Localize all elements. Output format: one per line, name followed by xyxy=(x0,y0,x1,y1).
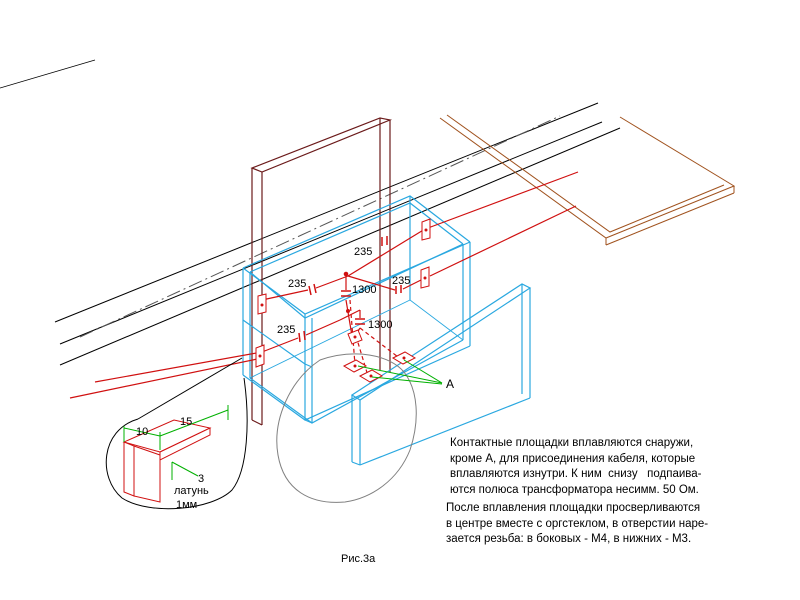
label-cap-1300-mid: 1300 xyxy=(352,284,376,296)
mast-frame xyxy=(250,117,393,426)
wooden-board xyxy=(439,114,736,246)
note-contact-pads: Контактные площадки вплавляются снаружи,… xyxy=(450,437,702,496)
label-cap-1300-low: 1300 xyxy=(368,319,392,331)
junction-dots xyxy=(343,271,350,313)
label-cap-235-top: 235 xyxy=(354,246,372,258)
capacitors xyxy=(298,236,402,343)
cable-lines xyxy=(54,102,621,366)
detail-dim-10: 10 xyxy=(136,426,148,438)
component-labels: 235 235 1300 235 235 1300 A 10 15 3 лату… xyxy=(136,246,454,511)
detail-dim-15: 15 xyxy=(180,416,192,428)
label-a-leaders xyxy=(357,359,443,385)
reflector-plate xyxy=(350,283,532,466)
label-cap-235-left: 235 xyxy=(288,278,306,290)
label-pad-a: A xyxy=(446,377,454,391)
note-drilling: После вплавления площадки просверливаютс… xyxy=(446,502,709,545)
reflector-outline xyxy=(276,353,417,503)
label-cap-235-right: 235 xyxy=(392,275,410,287)
detail-thickness: 1мм xyxy=(176,499,197,511)
guide-line xyxy=(0,59,96,89)
label-cap-235-bottom: 235 xyxy=(277,324,295,336)
detail-material: латунь xyxy=(174,485,209,497)
detail-callout xyxy=(105,357,248,510)
figure-caption: Рис.3а xyxy=(341,553,376,565)
detail-dim-3: 3 xyxy=(198,473,204,485)
plexiglass-box xyxy=(242,195,471,424)
pad-dots xyxy=(258,228,428,378)
